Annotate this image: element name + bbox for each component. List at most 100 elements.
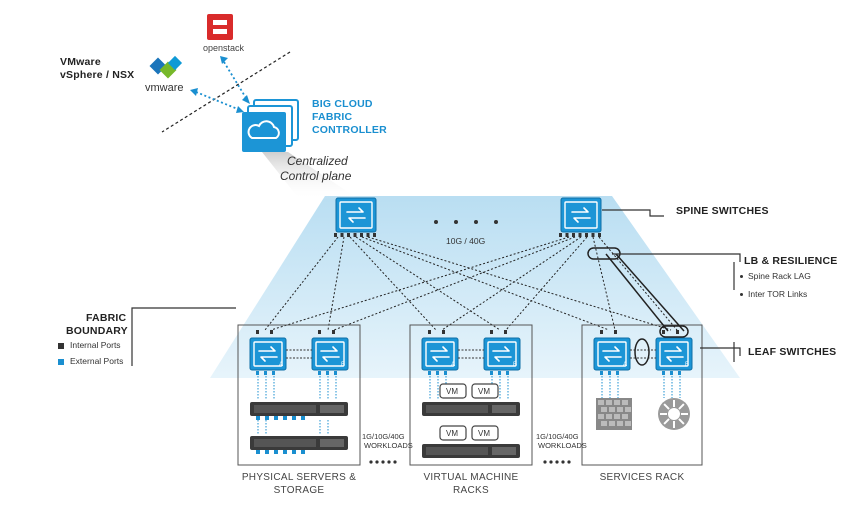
vm-label: VM (446, 429, 458, 438)
leaf-switch-a: A (593, 337, 631, 371)
leaf-ports (428, 330, 445, 334)
vm-box: VM (471, 383, 499, 399)
load-balancer-icon (658, 398, 690, 430)
controller-icon (242, 99, 299, 152)
vmware-label-line1: VMware (60, 56, 101, 68)
callout-lines (131, 209, 741, 366)
external-ports (662, 371, 681, 375)
leaf-ports (318, 330, 335, 334)
legend-internal-ports: Internal Ports (58, 340, 121, 350)
leaf-switch-a: A (249, 337, 287, 371)
controller-links (195, 61, 247, 111)
spine-switches-label: SPINE SWITCHES (676, 205, 769, 217)
rack-ellipsis (369, 460, 571, 464)
workloads-speed-label: 1G/10G/40G (362, 432, 405, 441)
fabric-links (264, 236, 678, 331)
internal-port-swatch (58, 342, 64, 349)
vm-box: VM (471, 425, 499, 441)
leaf-switch-b: B (311, 337, 349, 371)
switch-letter: B (685, 362, 689, 368)
lb-item-label: Inter TOR Links (748, 289, 808, 299)
external-ports (318, 371, 337, 375)
vm-label: VM (446, 387, 458, 396)
external-ports (600, 371, 619, 375)
lb-item-label: Spine Rack LAG (748, 271, 811, 281)
leaf-switch-b: B (655, 337, 693, 371)
server-links (601, 376, 681, 398)
leaf-switch-a: A (421, 337, 459, 371)
controller-label-line1: BIG CLOUD (312, 98, 373, 110)
control-plane-cone (262, 152, 360, 200)
workloads-label: WORKLOADS (538, 441, 587, 450)
arrow-head (190, 88, 198, 96)
arrow-head (242, 95, 250, 104)
vm-box: VM (439, 383, 467, 399)
lb-resilience-label: LB & RESILIENCE (744, 255, 838, 267)
bullet-icon (740, 293, 743, 297)
inter-tor-link (458, 349, 484, 359)
vm-host-server (422, 444, 520, 458)
physical-server (250, 436, 348, 454)
control-plane-label-line2: Control plane (280, 169, 352, 183)
external-port-swatch (58, 358, 64, 365)
spine-switch-2 (560, 197, 602, 233)
rack-label-services-line1: SERVICES RACK (599, 472, 685, 483)
rack-label-vm-line1: VIRTUAL MACHINE (423, 472, 519, 483)
vm-label: VM (478, 429, 490, 438)
rack-label-physical-line1: PHYSICAL SERVERS & (241, 472, 357, 483)
switch-letter: B (513, 362, 517, 368)
openstack-logo: openstack (203, 14, 245, 53)
lb-item-spine-rack-lag: Spine Rack LAG (740, 271, 811, 281)
external-ports (256, 371, 275, 375)
leaf-ports (662, 330, 679, 334)
spine-ports (559, 233, 601, 237)
spine-speed-label: 10G / 40G (446, 236, 486, 246)
physical-server (250, 402, 348, 420)
vmware-logo: vmware (145, 55, 184, 94)
spine-switch-1 (335, 197, 377, 233)
external-ports (428, 371, 447, 375)
vm-host-server (422, 402, 520, 416)
firewall-icon (596, 398, 632, 430)
workloads-speed-label: 1G/10G/40G (536, 432, 579, 441)
openstack-logo-text: openstack (203, 43, 245, 53)
lb-item-inter-tor-links: Inter TOR Links (740, 289, 807, 299)
switch-letter: A (623, 362, 627, 368)
leaf-ports (490, 330, 507, 334)
spine-ellipsis (434, 220, 498, 224)
bullet-icon (740, 275, 743, 279)
rack-label-vm-line2: RACKS (453, 485, 489, 496)
controller-label-line2: FABRIC (312, 111, 353, 123)
vmware-label-line2: vSphere / NSX (60, 69, 135, 81)
fabric-boundary-label-line1: FABRIC (86, 312, 127, 324)
arrow-head (220, 56, 228, 64)
legend-label: Internal Ports (70, 340, 121, 350)
leaf-ports (256, 330, 273, 334)
leaf-ports (600, 330, 617, 334)
rack-label-physical-line2: STORAGE (273, 485, 325, 496)
controller-label-line3: CONTROLLER (312, 124, 387, 136)
vm-box: VM (439, 425, 467, 441)
fabric-boundary-area (210, 196, 740, 378)
arrow-head (236, 106, 244, 113)
switch-letter: B (341, 362, 345, 368)
vm-label: VM (478, 387, 490, 396)
server-links (257, 376, 337, 434)
legend-external-ports: External Ports (58, 356, 123, 366)
inter-tor-link (286, 349, 312, 359)
control-plane-label-line1: Centralized (287, 154, 348, 168)
external-ports (490, 371, 509, 375)
spine-ports (334, 233, 376, 237)
leaf-switches-label: LEAF SWITCHES (748, 346, 837, 358)
leaf-switch-b: B (483, 337, 521, 371)
legend-label: External Ports (70, 356, 124, 366)
vmware-logo-text: vmware (145, 82, 184, 94)
rack-2: A B VM VM VM VM (409, 324, 533, 466)
switch-letter: A (279, 362, 283, 368)
fabric-boundary-label-line2: BOUNDARY (66, 325, 128, 337)
workloads-label: WORKLOADS (364, 441, 413, 450)
